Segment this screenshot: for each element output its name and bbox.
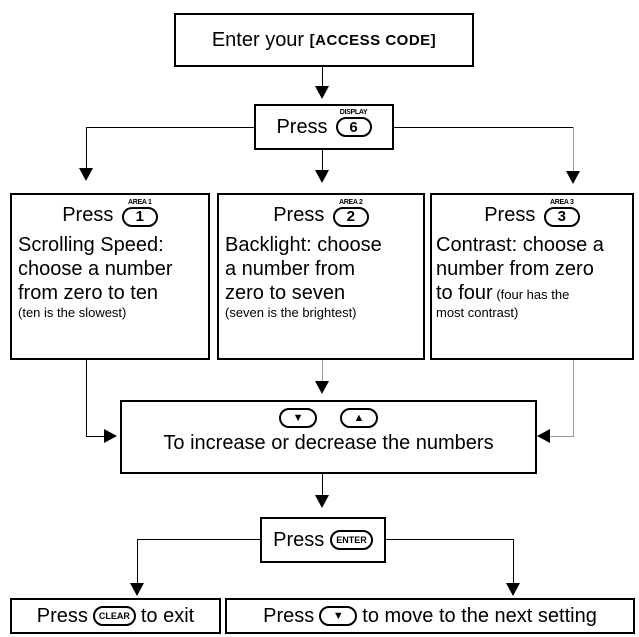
next-down-arrow-key[interactable]: ▼	[319, 606, 358, 626]
adjust-text: To increase or decrease the numbers	[163, 432, 494, 454]
area1-key[interactable]: AREA 1 1	[121, 199, 158, 227]
exit-box: Press CLEAR to exit	[10, 598, 221, 634]
area2-key-number: 2	[346, 208, 355, 226]
connector-to-next	[513, 539, 514, 585]
connector-display-left	[86, 127, 254, 128]
press-enter-box: Press ENTER	[260, 517, 386, 563]
option1-line3: from zero to ten	[18, 282, 159, 304]
connector-to-exit	[137, 539, 138, 585]
connector-option2-down	[322, 360, 323, 382]
next-press-label: Press	[263, 605, 315, 627]
area1-key-number: 1	[135, 208, 144, 226]
option1-press-row: Press AREA 1 1	[18, 199, 202, 227]
arrow-to-next	[506, 583, 520, 596]
enter-press-label: Press	[273, 529, 325, 551]
option3-note: most contrast)	[436, 305, 519, 320]
option1-note: (ten is the slowest)	[18, 305, 127, 320]
connector-adjust-to-enter	[322, 474, 323, 496]
up-arrow-key[interactable]: ▲	[339, 408, 378, 428]
option-contrast: Press AREA 3 3 Contrast: choose a number…	[430, 193, 634, 360]
down-arrow-icon: ▼	[292, 412, 304, 424]
connector-enter-left	[137, 539, 260, 540]
enter-key[interactable]: ENTER	[330, 530, 373, 550]
connector-option3-down	[573, 360, 574, 436]
start-box: Enter your [ACCESS CODE]	[174, 13, 474, 67]
arrow-to-option3	[566, 171, 580, 184]
next-suffix: to move to the next setting	[362, 605, 597, 627]
arrow-from-option1	[104, 429, 117, 443]
display-key-caption: DISPLAY	[339, 109, 368, 116]
access-code-label: [ACCESS CODE]	[309, 31, 437, 49]
option2-press-row: Press AREA 2 2	[225, 199, 417, 227]
exit-press-label: Press	[36, 605, 88, 627]
display-key-number: 6	[349, 118, 358, 136]
down-arrow-key[interactable]: ▼	[279, 408, 318, 428]
option3-note-inline: (four has the	[492, 287, 570, 302]
connector-to-option3	[573, 127, 574, 172]
arrow-to-enter	[315, 495, 329, 508]
option2-note: (seven is the brightest)	[225, 305, 357, 320]
option-backlight: Press AREA 2 2 Backlight: choose a numbe…	[217, 193, 425, 360]
option3-line3: to four	[436, 282, 493, 304]
exit-suffix: to exit	[140, 605, 195, 627]
connector-option1-right	[86, 436, 106, 437]
arrow-from-option3	[537, 429, 550, 443]
connector-to-option2	[322, 150, 323, 172]
area3-key[interactable]: AREA 3 3	[543, 199, 580, 227]
connector-start-to-display	[322, 66, 323, 88]
connector-to-option1	[86, 127, 87, 170]
adjust-box: ▼ ▲ To increase or decrease the numbers	[120, 400, 537, 474]
next-down-arrow-icon: ▼	[332, 610, 344, 622]
connector-option1-down	[86, 360, 87, 436]
next-setting-box: Press ▼ to move to the next setting	[225, 598, 635, 634]
connector-enter-right	[386, 539, 514, 540]
area2-key[interactable]: AREA 2 2	[332, 199, 369, 227]
option2-line1: Backlight: choose	[225, 234, 382, 256]
option3-line3-row: to four (four has the	[436, 281, 628, 305]
option3-press-row: Press AREA 3 3	[436, 199, 628, 227]
area3-key-number: 3	[557, 208, 566, 226]
adjust-keys-row: ▼ ▲	[122, 408, 535, 428]
up-arrow-icon: ▲	[353, 412, 365, 424]
arrow-to-option1	[79, 168, 93, 181]
option-scrolling-speed: Press AREA 1 1 Scrolling Speed: choose a…	[10, 193, 210, 360]
connector-option3-left	[547, 436, 574, 437]
press-label: Press	[276, 116, 328, 138]
arrow-to-display	[315, 86, 329, 99]
area1-key-caption: AREA 1	[127, 198, 152, 206]
option1-line1: Scrolling Speed:	[18, 234, 164, 256]
arrow-from-option2	[315, 381, 329, 394]
arrow-to-option2	[315, 170, 329, 183]
option2-line3: zero to seven	[225, 282, 346, 304]
option1-press: Press	[62, 204, 114, 226]
area2-key-caption: AREA 2	[338, 198, 363, 206]
clear-key[interactable]: CLEAR	[92, 606, 136, 626]
option3-line1: Contrast: choose a	[436, 234, 604, 256]
option2-press: Press	[273, 204, 325, 226]
option3-line2: number from zero	[436, 258, 594, 280]
area3-key-caption: AREA 3	[549, 198, 574, 206]
connector-display-right	[394, 127, 574, 128]
option1-line2: choose a number	[18, 258, 173, 280]
option2-line2: a number from	[225, 258, 356, 280]
start-prefix: Enter your	[211, 29, 310, 51]
arrow-to-exit	[130, 583, 144, 596]
option3-press: Press	[484, 204, 536, 226]
display-key-6[interactable]: DISPLAY 6	[335, 109, 372, 137]
press-display-box: Press DISPLAY 6	[254, 104, 394, 150]
